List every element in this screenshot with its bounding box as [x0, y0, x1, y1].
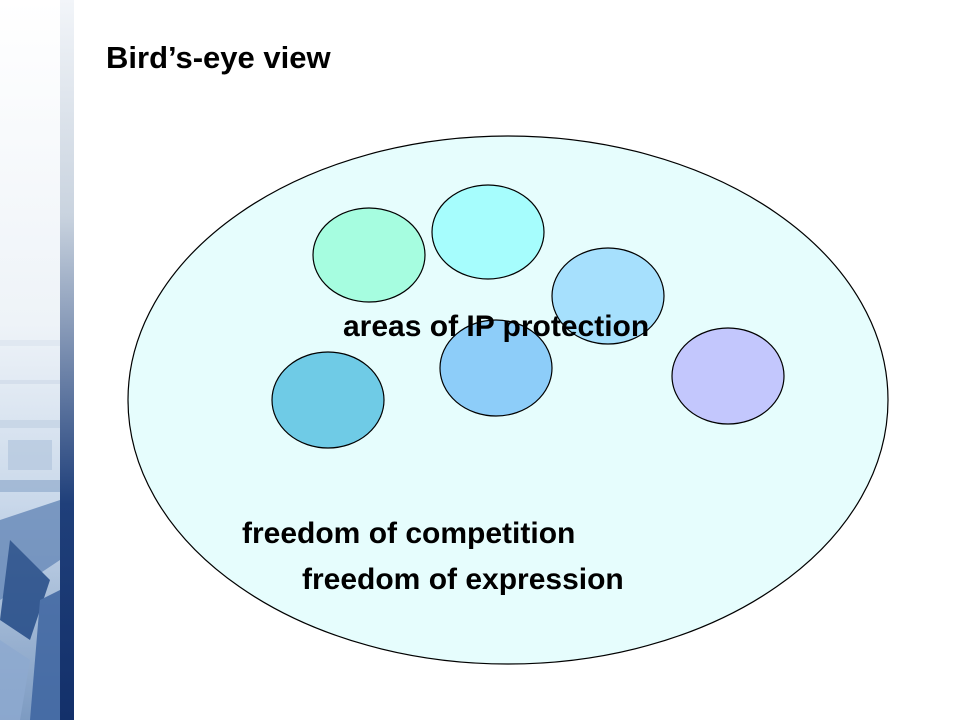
ip-area-circle: [271, 351, 385, 449]
ip-area-circle: [431, 184, 545, 280]
slide-title: Bird’s-eye view: [106, 40, 331, 75]
decorative-pattern: [0, 340, 60, 720]
label-freedom-competition: freedom of competition: [242, 517, 575, 550]
label-freedom-expression: freedom of expression: [302, 563, 624, 596]
ip-area-circle: [671, 327, 785, 425]
decorative-left-band: [0, 0, 74, 720]
ip-area-circle: [551, 247, 665, 345]
label-ip-areas: areas of IP protection: [343, 310, 649, 343]
ip-area-circle: [312, 207, 426, 303]
ip-area-circle: [439, 319, 553, 417]
